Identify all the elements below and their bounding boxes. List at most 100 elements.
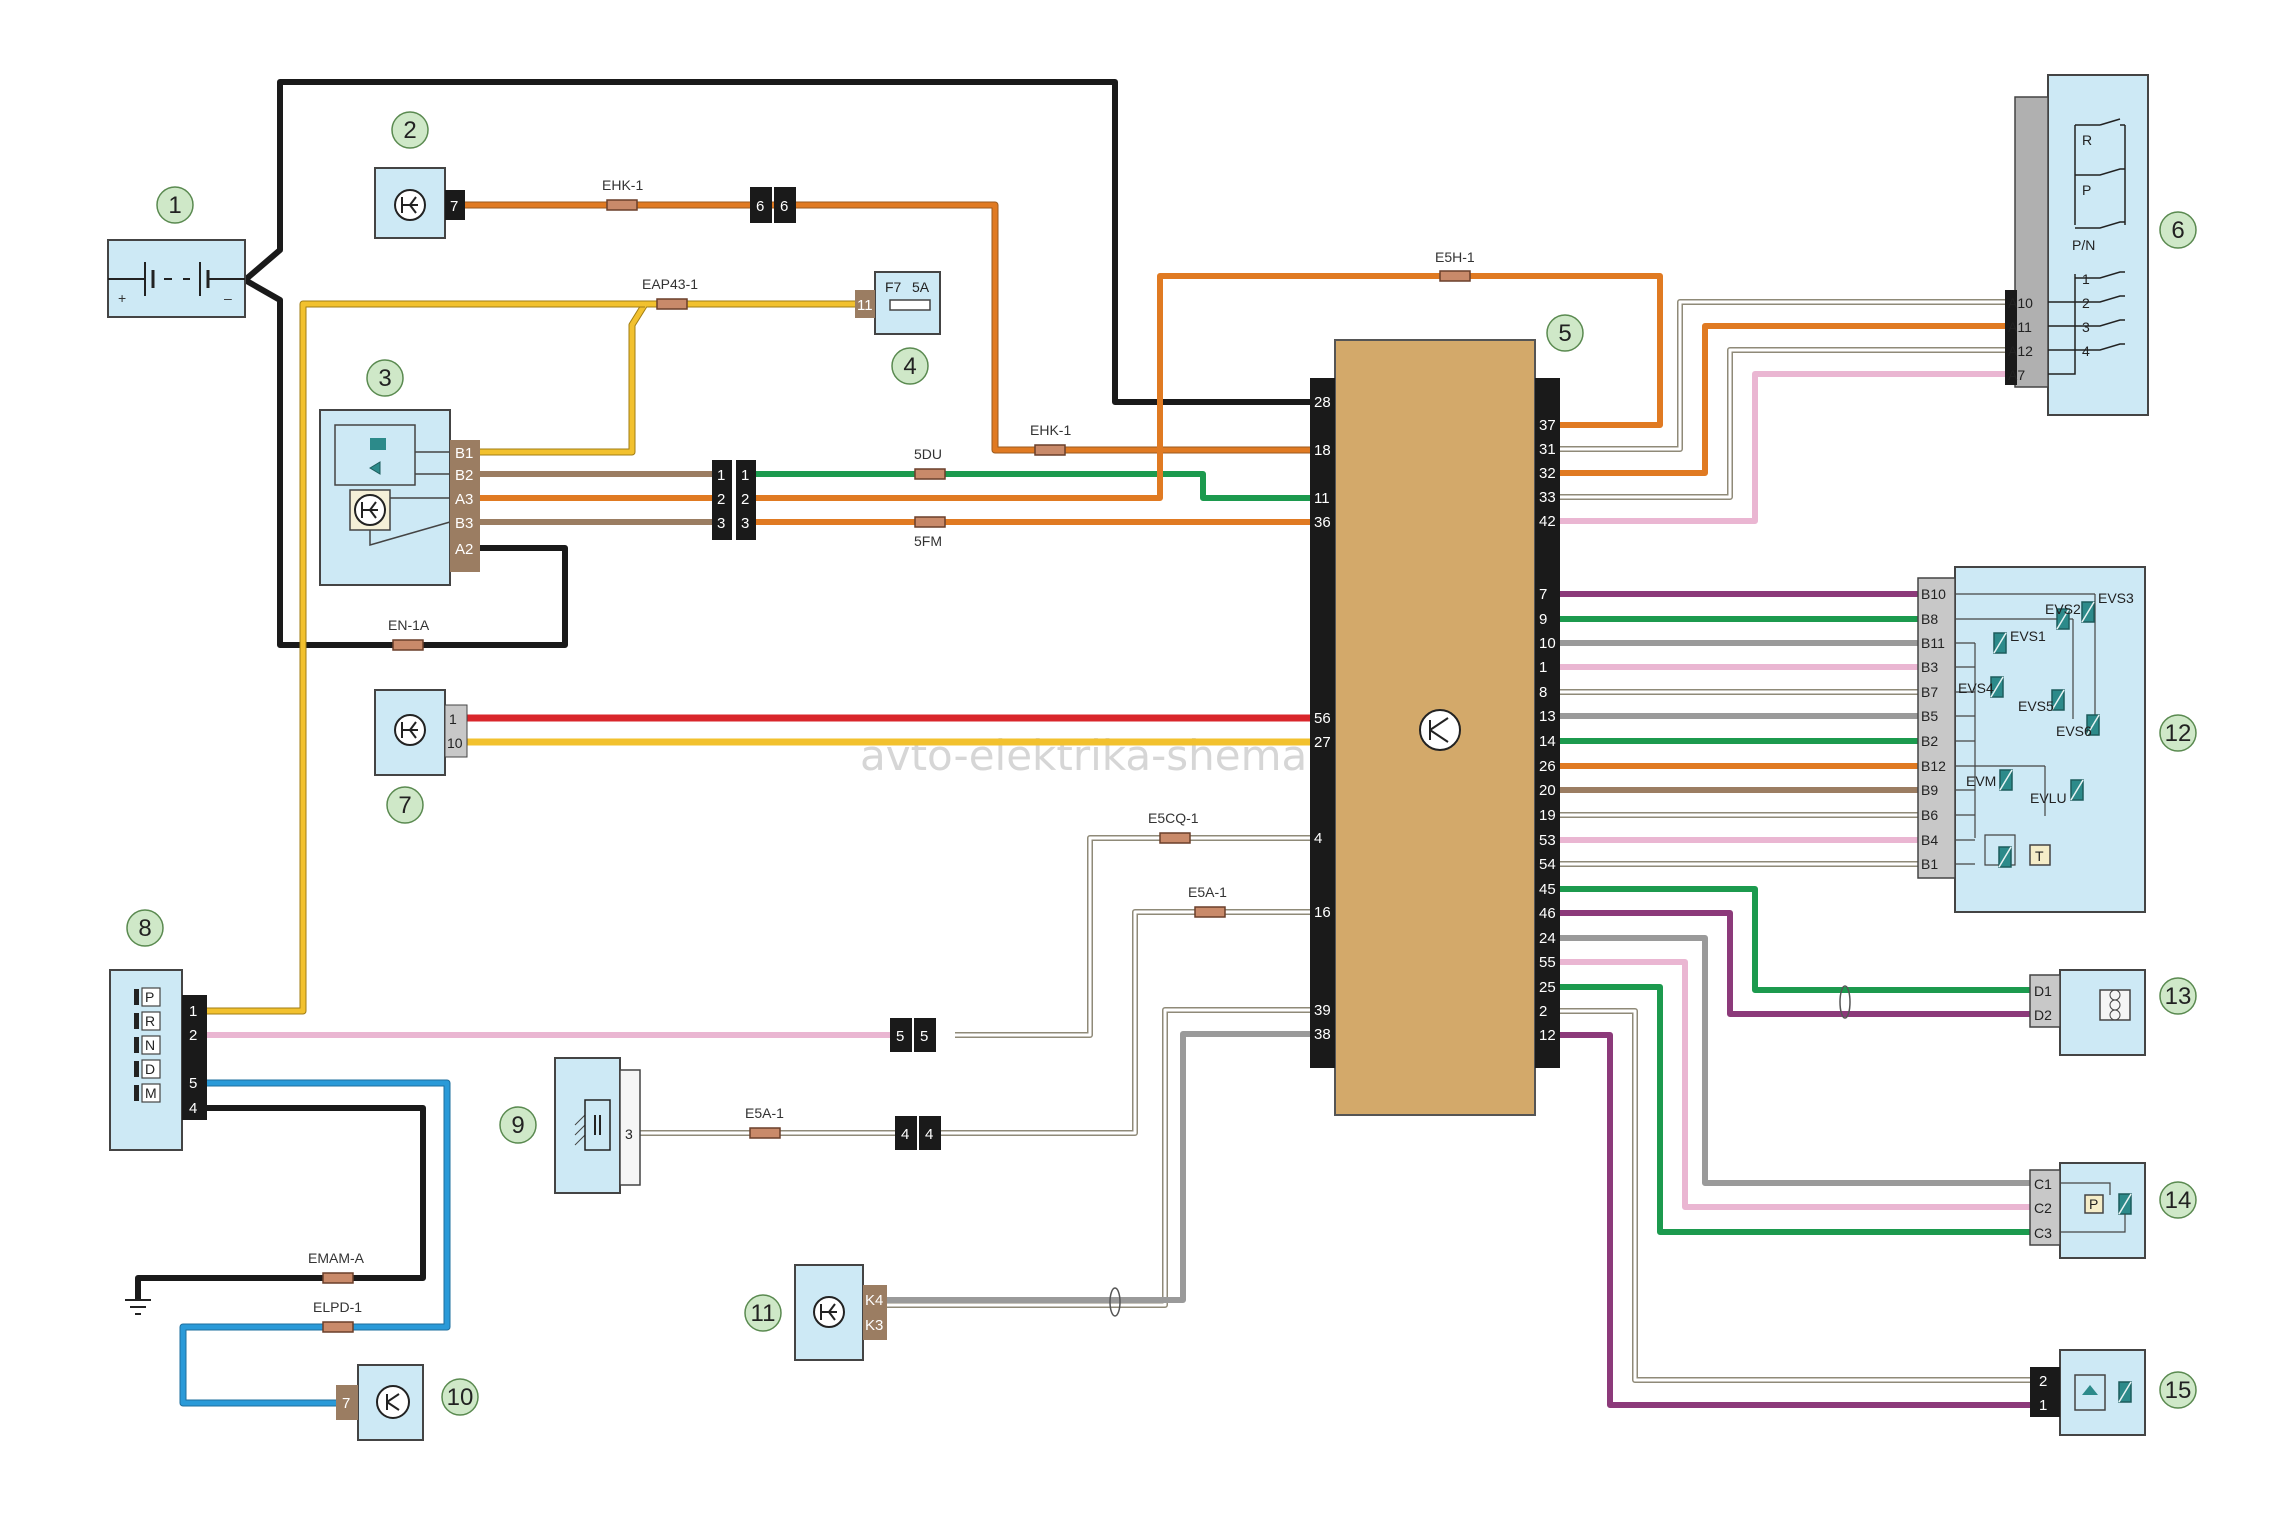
wire-white-c11 (885, 1007, 1310, 1308)
selector-led-r (134, 1013, 139, 1029)
c12-pin-b4: B4 (1921, 832, 1938, 848)
callout-label-5: 5 (1558, 320, 1571, 347)
c12-valve-evs2: EVS2 (2045, 601, 2081, 617)
wire-mark-eap43 (656, 298, 688, 310)
c15-pin-1: 1 (2039, 1397, 2047, 1414)
label-eap43: EAP43-1 (642, 276, 698, 292)
inline-connector-5: 5 5 (890, 1018, 936, 1052)
ecu-right-pin-25: 25 (1539, 979, 1556, 996)
wire-mark-ehk1-mid (1034, 444, 1066, 456)
c6-switch-p: P (2082, 182, 2091, 198)
c6-switch-3: 3 (2082, 319, 2090, 335)
c12-pin-b12: B12 (1921, 758, 1946, 774)
c13-pin-d2: D2 (2034, 1007, 2052, 1023)
ecu-left-pin-39: 39 (1314, 1002, 1331, 1019)
ecu-right-pin-26: 26 (1539, 758, 1556, 775)
wire-green-c3 (1545, 984, 2030, 1235)
label-ehk1-top: EHK-1 (602, 177, 643, 193)
c3-pin-b3: B3 (455, 515, 473, 532)
wire-violet-d2 (1545, 910, 2030, 1017)
label-5du: 5DU (914, 446, 942, 462)
callout-label-3: 3 (378, 365, 391, 392)
ecu-left-pin-38: 38 (1314, 1026, 1331, 1043)
callout-circle-12 (2159, 714, 2197, 752)
conn5-pin-a: 5 (896, 1028, 904, 1045)
c7-pin-10: 10 (447, 735, 463, 751)
c14-pin-c1: C1 (2034, 1176, 2052, 1192)
ecu-right-pin-32: 32 (1539, 465, 1556, 482)
ecu-left-pin-11: 11 (1314, 490, 1330, 507)
component-10-solenoid: 7 (336, 1364, 424, 1441)
fuse-name: F7 (885, 279, 902, 295)
callout-label-7: 7 (398, 792, 411, 819)
battery-plus-label: + (118, 290, 126, 306)
c6-pin-a12: A12 (2008, 343, 2033, 359)
fuse-rating: 5A (912, 279, 930, 295)
selector-led-n (134, 1037, 139, 1053)
c7-pin-1: 1 (449, 711, 457, 727)
component-6-position-switch: R P P/N 1 2 3 4 A10 A11 A12 A7 (2005, 74, 2149, 416)
selector-led-d (134, 1061, 139, 1077)
label-e5cq: E5CQ-1 (1148, 810, 1199, 826)
wire-mark-e5a-b (749, 1127, 781, 1139)
ecu-left-pin-27: 27 (1314, 734, 1331, 751)
conn123-l-1: 1 (717, 467, 725, 484)
callout-circle-15 (2159, 1371, 2197, 1409)
wire-orange-ehk1-core (465, 202, 1310, 453)
wire-white-e5a (940, 909, 1310, 1136)
wire-mark-en1a (392, 639, 424, 651)
ecu-right-pin-37: 37 (1539, 417, 1556, 434)
c12-pin-b2: B2 (1921, 733, 1938, 749)
callout-label-6: 6 (2171, 217, 2184, 244)
inline-connector-6: 6 6 (750, 187, 796, 223)
inline-connector-123: 1 2 3 1 2 3 (712, 460, 756, 540)
selector-box-r (141, 1011, 161, 1031)
wire-pink-a7 (1545, 371, 2005, 524)
c14-pressure-sensor: P (2089, 1196, 2098, 1212)
component-13-speed-sensor: D1 D2 (2029, 969, 2146, 1056)
callout-label-12: 12 (2165, 720, 2192, 747)
selector-label-r: R (145, 1013, 155, 1029)
component-12-hydraulic-block: T EVS1 EVS2 EVS3 EVS4 EVS5 EVS6 EVM EVLU (1917, 566, 2146, 913)
c8-pin-2: 2 (189, 1027, 197, 1044)
ground-symbol (125, 1299, 151, 1315)
battery: + – (107, 239, 246, 318)
callout-label-2: 2 (403, 117, 416, 144)
ecu-right-pin-13: 13 (1539, 708, 1556, 725)
wire-mark-5fm (914, 516, 946, 528)
c12-valve-evs4: EVS4 (1958, 680, 1994, 696)
c12-valve-evs6: EVS6 (2056, 723, 2092, 739)
ecu-right-pin-46: 46 (1539, 905, 1556, 922)
conn123-l-2: 2 (717, 491, 725, 508)
wire-black-emam (135, 1105, 426, 1300)
conn6-pin-b: 6 (780, 198, 788, 215)
wire-mark-ehk1-top (606, 199, 638, 211)
callout-circle-3 (366, 359, 404, 397)
callout-circle-6 (2159, 211, 2197, 249)
ecu-right-pin-8: 8 (1539, 684, 1547, 701)
c2-pin: 7 (450, 198, 458, 215)
twisted-pair-mark-13 (1839, 985, 1851, 1019)
c6-pin-a10: A10 (2008, 295, 2033, 311)
c14-pin-c3: C3 (2034, 1225, 2052, 1241)
c12-pin-b7: B7 (1921, 684, 1938, 700)
component-7-sensor: 1 10 (374, 689, 468, 776)
c6-pin-a11: A11 (2008, 319, 2032, 335)
callout-circle-9 (499, 1106, 537, 1144)
component-3: B1 B2 A3 B3 A2 (319, 409, 480, 586)
label-5fm: 5FM (914, 533, 942, 549)
selector-label-n: N (145, 1037, 155, 1053)
wire-mark-emam (322, 1272, 354, 1284)
ecu-left-pin-36: 36 (1314, 514, 1331, 531)
ecu-right-pin-33: 33 (1539, 489, 1556, 506)
wire-violet-15-1 (1545, 1032, 2030, 1408)
wire-orange-a11 (1545, 323, 2005, 476)
c12-pin-b10: B10 (1921, 586, 1946, 602)
wire-blue-elpd (179, 1079, 451, 1407)
ecu-right-pin-group: 3731323342791018131426201953544546245525… (1539, 417, 1556, 1044)
wire-white-a10-core (1545, 300, 2005, 451)
ecu-right-pin-12: 12 (1539, 1027, 1556, 1044)
